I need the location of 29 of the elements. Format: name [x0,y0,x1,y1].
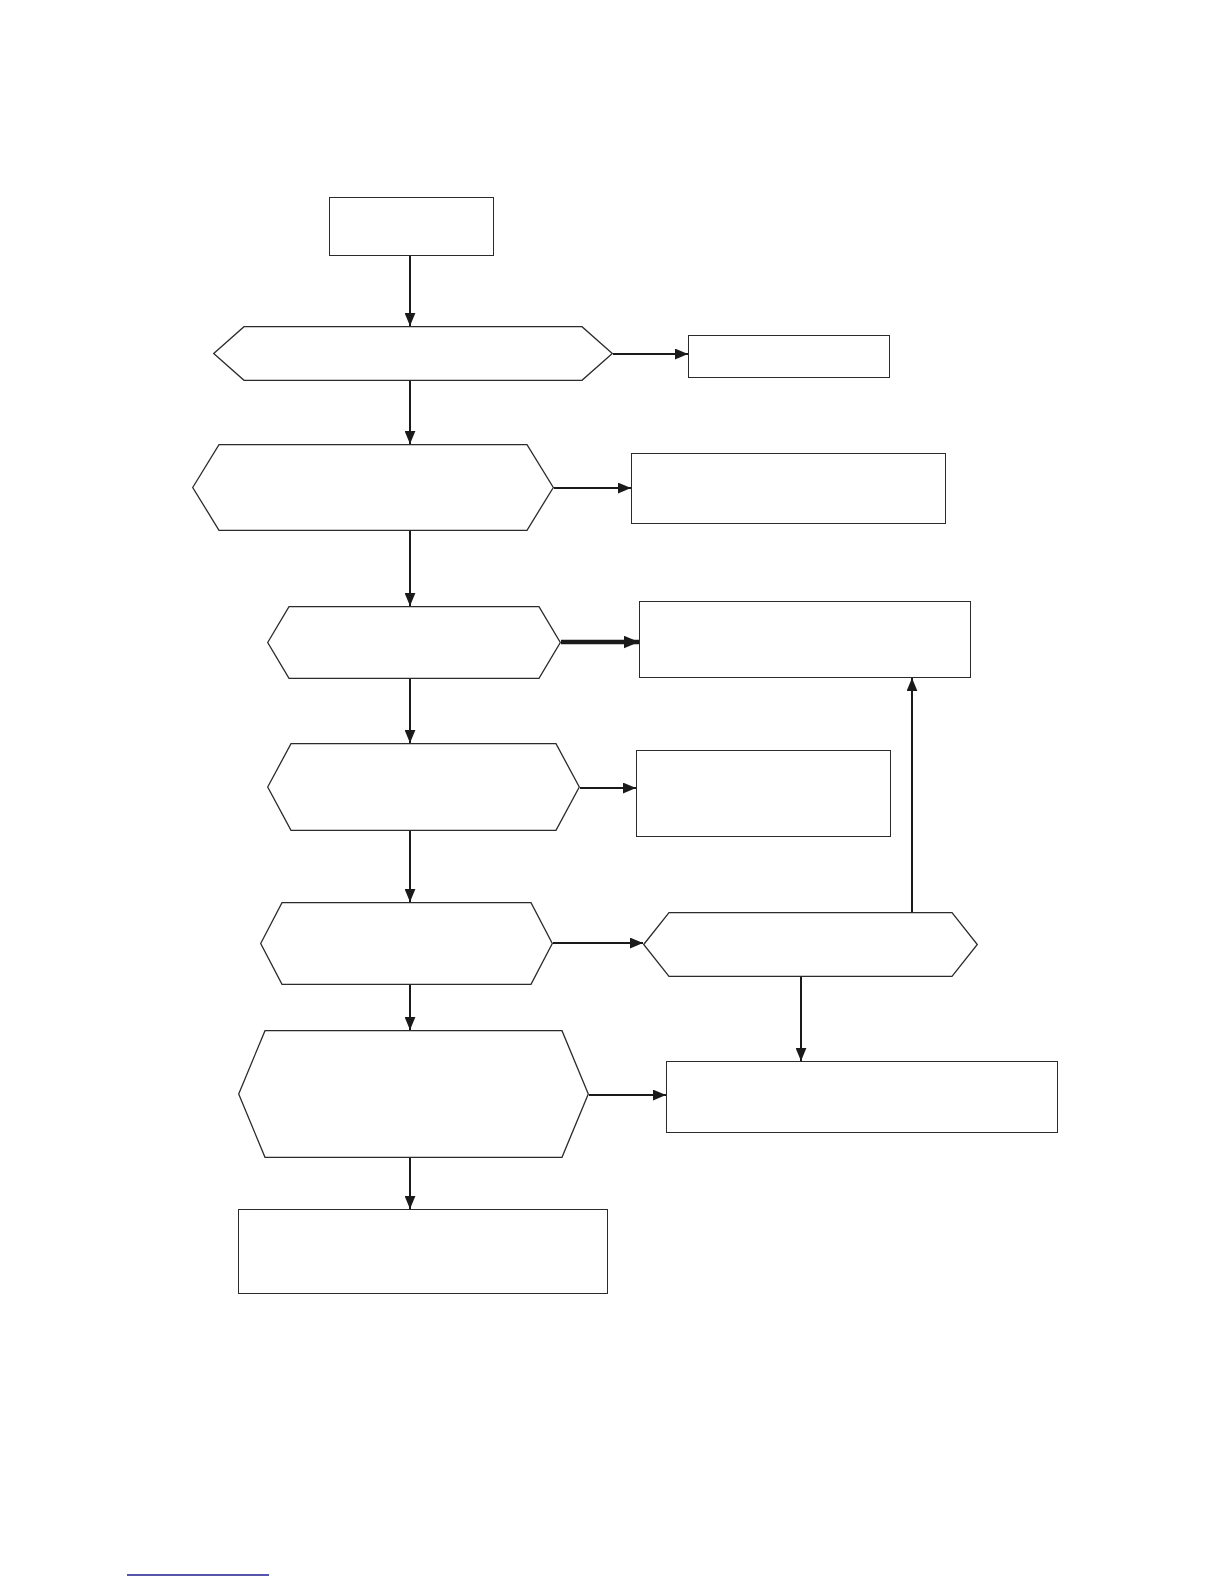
connector-arrow [612,348,689,360]
decision-hexagon [238,1030,589,1158]
process-box [329,197,494,256]
process-box [688,335,890,378]
connector-arrow [552,937,644,949]
decision-hexagon [643,912,978,977]
connector-arrow [553,482,632,494]
connector-arrow [404,255,416,327]
connector-arrow [404,530,416,607]
connector-arrow [404,678,416,744]
decision-hexagon [260,902,553,985]
process-box [639,601,971,678]
connector-arrow [795,976,807,1062]
connector-arrow [588,1089,667,1101]
decision-hexagon [213,326,613,381]
process-box [631,453,946,524]
connector-arrow [906,677,918,913]
connector-arrow [579,782,637,794]
decision-hexagon [267,743,580,831]
decision-hexagon [267,606,561,679]
decision-hexagon [192,444,554,531]
connector-arrow [404,830,416,903]
connector-arrow [404,1157,416,1210]
connector-arrow [561,635,639,649]
process-box [636,750,891,837]
connector-arrow [404,380,416,445]
process-box [666,1061,1058,1133]
connector-arrow [404,984,416,1031]
process-box [238,1209,608,1294]
